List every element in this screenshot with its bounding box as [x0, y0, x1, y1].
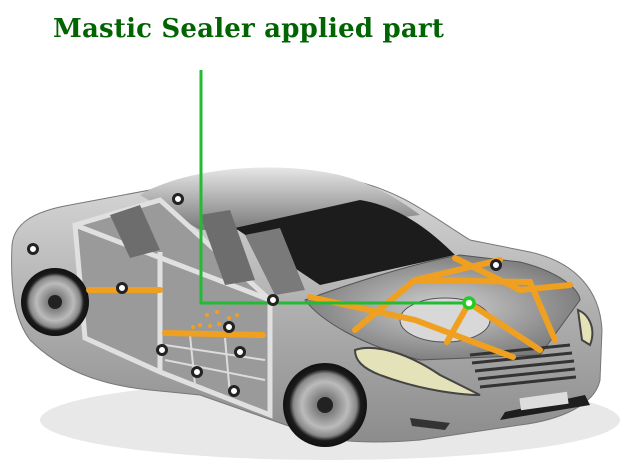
front-seat-2: [245, 228, 305, 295]
sealer-dots: [191, 310, 239, 329]
front-floor-marker[interactable]: [234, 346, 246, 358]
sill-marker-2[interactable]: [228, 385, 240, 397]
sealer-hood-3: [412, 277, 558, 343]
roof-pillar-marker[interactable]: [172, 193, 184, 205]
sealer-hood-4: [452, 255, 573, 294]
hood-marker-highlighted[interactable]: [462, 296, 476, 310]
fog-light: [410, 418, 450, 430]
b-pillar-marker[interactable]: [267, 294, 279, 306]
rear-quarter-marker[interactable]: [27, 243, 39, 255]
fender-top-marker[interactable]: [490, 259, 502, 271]
front-wheel-hub: [317, 397, 333, 413]
rear-sill-marker[interactable]: [156, 344, 168, 356]
headlight-right: [576, 308, 594, 347]
rear-door-beam-marker[interactable]: [116, 282, 128, 294]
sealer-strips: [86, 255, 573, 360]
callout-leader-line: [199, 70, 469, 305]
front-grille: [469, 343, 577, 389]
sill-marker-1[interactable]: [191, 366, 203, 378]
rear-wheel-hub: [48, 295, 62, 309]
rear-seat: [110, 205, 160, 258]
markers: [27, 193, 502, 397]
front-door-beam-marker[interactable]: [223, 321, 235, 333]
floor-pan: [164, 334, 266, 396]
callout-title: Mastic Sealer applied part: [53, 14, 445, 44]
headlight-left: [353, 347, 481, 396]
sealer-hood-1: [307, 294, 516, 360]
sealer-front-door: [162, 330, 266, 338]
license-plate: [519, 391, 569, 411]
front-seat: [200, 210, 255, 285]
